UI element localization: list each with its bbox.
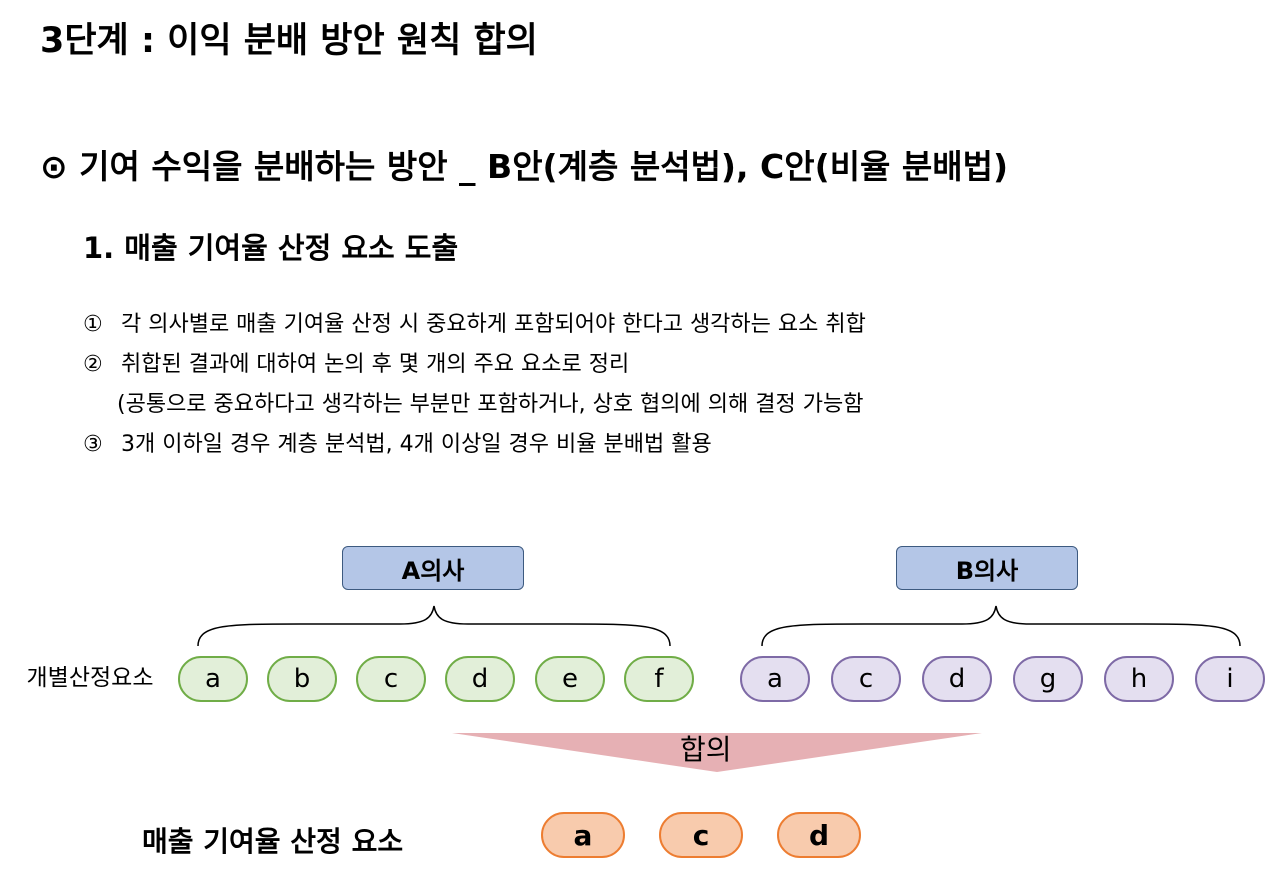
doctor-a-element: e — [535, 656, 605, 702]
doctor-b-box: B의사 — [896, 546, 1078, 590]
result-element: c — [659, 812, 743, 858]
list-item-text: 3개 이하일 경우 계층 분석법, 4개 이상일 경우 비율 분배법 활용 — [121, 432, 712, 457]
result-element: a — [541, 812, 625, 858]
list-item: ① 각 의사별로 매출 기여율 산정 시 중요하게 포함되어야 한다고 생각하는 … — [83, 306, 866, 338]
list-item-text: 취합된 결과에 대하여 논의 후 몇 개의 주요 요소로 정리 — [121, 352, 630, 377]
doctor-b-element: d — [922, 656, 992, 702]
agreement-funnel — [452, 733, 982, 772]
doctor-a-element: d — [445, 656, 515, 702]
section-heading: ⊙ 기여 수익을 분배하는 방안 _ B안(계층 분석법), C안(비율 분배법… — [40, 147, 1009, 186]
result-label: 매출 기여율 산정 요소 — [142, 825, 404, 858]
doctor-b-element: i — [1195, 656, 1265, 702]
doctor-b-element: c — [831, 656, 901, 702]
list-item-number: ② — [83, 352, 103, 377]
agreement-label: 합의 — [680, 733, 732, 766]
list-item-number: ③ — [83, 432, 103, 457]
doctor-a-element: a — [178, 656, 248, 702]
list-item: ② 취합된 결과에 대하여 논의 후 몇 개의 주요 요소로 정리 — [83, 346, 629, 378]
doctor-a-element: f — [624, 656, 694, 702]
list-item-text: 각 의사별로 매출 기여율 산정 시 중요하게 포함되어야 한다고 생각하는 요… — [121, 312, 866, 337]
doctor-a-element: b — [267, 656, 337, 702]
list-item-text: (공통으로 중요하다고 생각하는 부분만 포함하거나, 상호 협의에 의해 결정… — [117, 392, 864, 417]
result-element: d — [777, 812, 861, 858]
doctor-a-element: c — [356, 656, 426, 702]
list-item: (공통으로 중요하다고 생각하는 부분만 포함하거나, 상호 협의에 의해 결정… — [83, 386, 863, 418]
doctor-b-element: g — [1013, 656, 1083, 702]
doctor-b-element: h — [1104, 656, 1174, 702]
brace-b — [761, 605, 1241, 647]
doctor-a-box: A의사 — [342, 546, 524, 590]
list-item-number: ① — [83, 312, 103, 337]
brace-a — [197, 605, 671, 647]
subsection-heading: 1. 매출 기여율 산정 요소 도출 — [83, 231, 459, 265]
page-title: 3단계 : 이익 분배 방안 원칙 합의 — [40, 21, 538, 61]
element-row-label: 개별산정요소 — [26, 665, 154, 691]
doctor-b-element: a — [740, 656, 810, 702]
list-item: ③ 3개 이하일 경우 계층 분석법, 4개 이상일 경우 비율 분배법 활용 — [83, 426, 712, 458]
